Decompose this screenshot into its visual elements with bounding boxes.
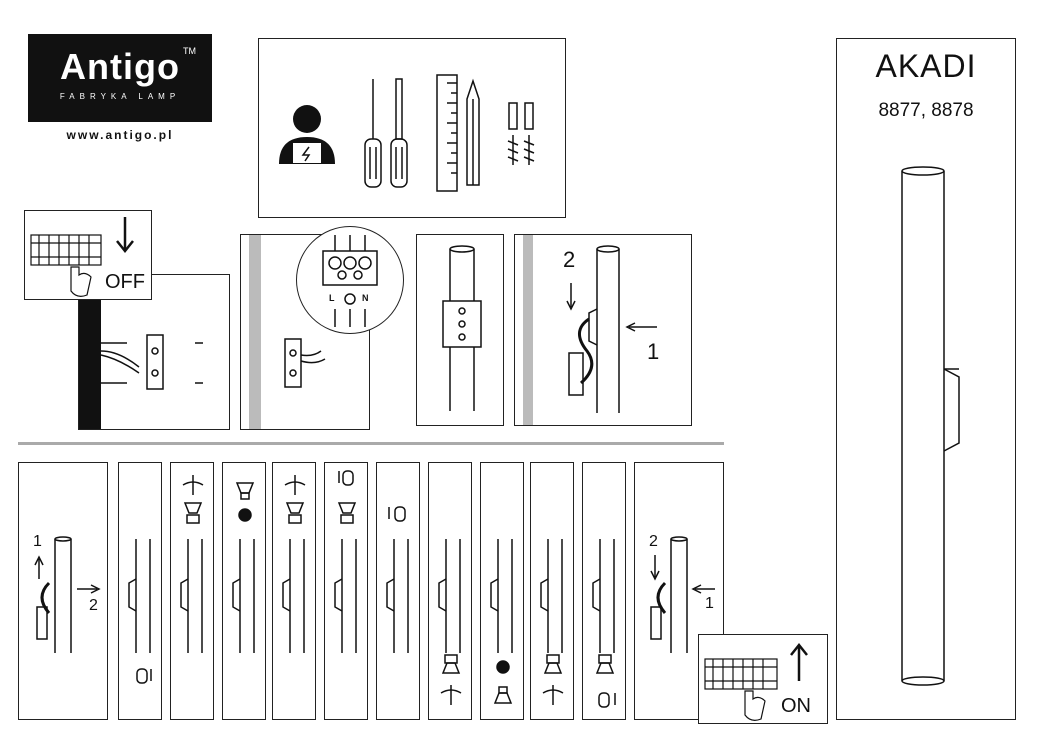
bulb-step-illustration-8 bbox=[490, 539, 513, 704]
power-off-label: OFF bbox=[105, 271, 145, 293]
bracket-panel bbox=[416, 234, 504, 426]
wiring-illustration bbox=[249, 235, 326, 429]
breaker-off-illustration bbox=[30, 217, 134, 297]
terminal-n-label: N bbox=[362, 293, 369, 303]
bulb-step-panel-5 bbox=[324, 462, 368, 720]
tools-illustration bbox=[279, 74, 535, 192]
reinstall-step-2-label: 2 bbox=[649, 533, 658, 550]
bracket-illustration bbox=[442, 245, 482, 411]
remove-step-1-label: 1 bbox=[33, 533, 42, 550]
reinstall-step-1-label: 1 bbox=[705, 595, 714, 612]
brand-trademark: TM bbox=[183, 46, 196, 56]
screwdriver-flat-icon bbox=[390, 78, 408, 188]
brand-name: Antigo bbox=[60, 46, 180, 87]
bulb-step-illustration-5 bbox=[334, 470, 357, 653]
pencil-icon bbox=[466, 78, 480, 186]
mount-step-2-label: 2 bbox=[563, 247, 576, 272]
bulb-step-panel-10 bbox=[582, 462, 626, 720]
bulb-step-illustration-3 bbox=[232, 482, 255, 653]
power-on-panel: ON bbox=[698, 634, 828, 724]
bulb-step-panel-1 bbox=[118, 462, 162, 720]
section-divider bbox=[18, 442, 724, 445]
bulb-step-panel-4 bbox=[272, 462, 316, 720]
wall-prep-panel bbox=[78, 274, 230, 430]
bulb-step-panel-7 bbox=[428, 462, 472, 720]
remove-lamp-illustration bbox=[34, 536, 101, 653]
bulb-step-panel-6 bbox=[376, 462, 420, 720]
brand-tagline: FABRYKA LAMP bbox=[59, 92, 181, 101]
bulb-step-illustration-7 bbox=[438, 539, 462, 705]
tools-panel bbox=[258, 38, 566, 218]
mount-illustration bbox=[523, 235, 657, 425]
bulb-step-illustration-6 bbox=[386, 506, 409, 653]
breaker-on-illustration bbox=[704, 642, 808, 721]
power-on-label: ON bbox=[781, 695, 811, 717]
bulb-step-illustration-2 bbox=[180, 475, 204, 653]
remove-step-2-label: 2 bbox=[89, 597, 98, 614]
product-name: AKADI bbox=[875, 48, 977, 84]
bulb-step-panel-8 bbox=[480, 462, 524, 720]
remove-lamp-panel: 1 2 bbox=[18, 462, 108, 720]
wall-prep-illustration bbox=[79, 275, 203, 429]
wall-anchor-icon bbox=[507, 102, 535, 165]
electrician-icon bbox=[279, 105, 335, 164]
product-models: 8877, 8878 bbox=[878, 100, 974, 121]
reinstall-lamp-illustration bbox=[650, 536, 715, 653]
product-panel bbox=[836, 38, 1016, 720]
bulb-step-panel-3 bbox=[222, 462, 266, 720]
brand-logo: Antigo TM FABRYKA LAMP bbox=[28, 34, 212, 122]
bulb-step-illustration-10 bbox=[592, 539, 616, 708]
brand-website: www.antigo.pl bbox=[66, 128, 174, 142]
lamp-illustration bbox=[901, 166, 960, 686]
mount-panel: 2 1 bbox=[514, 234, 692, 426]
arrow-up-icon bbox=[790, 642, 808, 681]
bulb-step-illustration-4 bbox=[282, 475, 306, 653]
bulb-step-illustration-1 bbox=[128, 539, 152, 684]
mount-step-1-label: 1 bbox=[647, 339, 660, 364]
terminal-block-detail: L N bbox=[296, 226, 404, 334]
bulb-step-panel-9 bbox=[530, 462, 574, 720]
bulb-step-panel-2 bbox=[170, 462, 214, 720]
ruler-icon bbox=[436, 74, 458, 192]
terminal-block-illustration bbox=[322, 235, 378, 327]
terminal-l-label: L bbox=[329, 293, 335, 303]
screwdriver-phillips-icon bbox=[364, 79, 382, 188]
power-off-panel: OFF bbox=[24, 210, 152, 300]
arrow-down-icon bbox=[116, 217, 134, 254]
bulb-step-illustration-9 bbox=[540, 539, 564, 705]
